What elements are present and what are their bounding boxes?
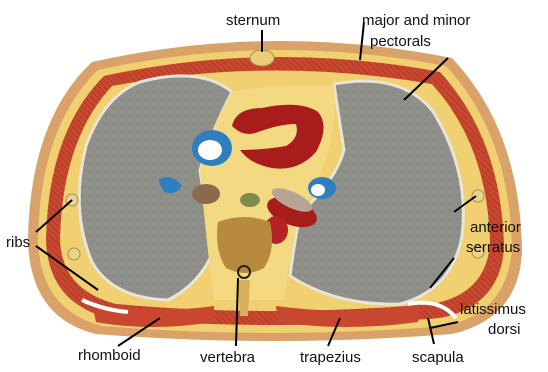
label-latissimus-line1: latissimus bbox=[460, 301, 526, 318]
label-pectorals-line2: pectorals bbox=[370, 33, 431, 50]
label-ribs: ribs bbox=[6, 234, 30, 251]
label-latissimus-line2: dorsi bbox=[488, 321, 521, 338]
label-serratus-line1: anterior bbox=[470, 219, 521, 236]
rib bbox=[472, 190, 484, 202]
vertebral-body bbox=[217, 217, 272, 273]
label-sternum: sternum bbox=[226, 12, 280, 29]
label-serratus-line2: serratus bbox=[466, 239, 520, 256]
label-pectorals-line1: major and minor bbox=[362, 12, 470, 29]
label-scapula: scapula bbox=[412, 349, 464, 366]
left-bronchus bbox=[192, 184, 220, 204]
spinous-process bbox=[238, 280, 250, 316]
label-rhomboid: rhomboid bbox=[78, 347, 141, 364]
trachea-lumen bbox=[198, 140, 222, 160]
rib bbox=[68, 248, 80, 260]
label-vertebra: vertebra bbox=[200, 349, 256, 366]
sternum-bone bbox=[250, 50, 274, 66]
esophagus bbox=[240, 193, 260, 207]
pulmonary-vein-lumen bbox=[311, 184, 325, 196]
label-trapezius: trapezius bbox=[300, 349, 361, 366]
